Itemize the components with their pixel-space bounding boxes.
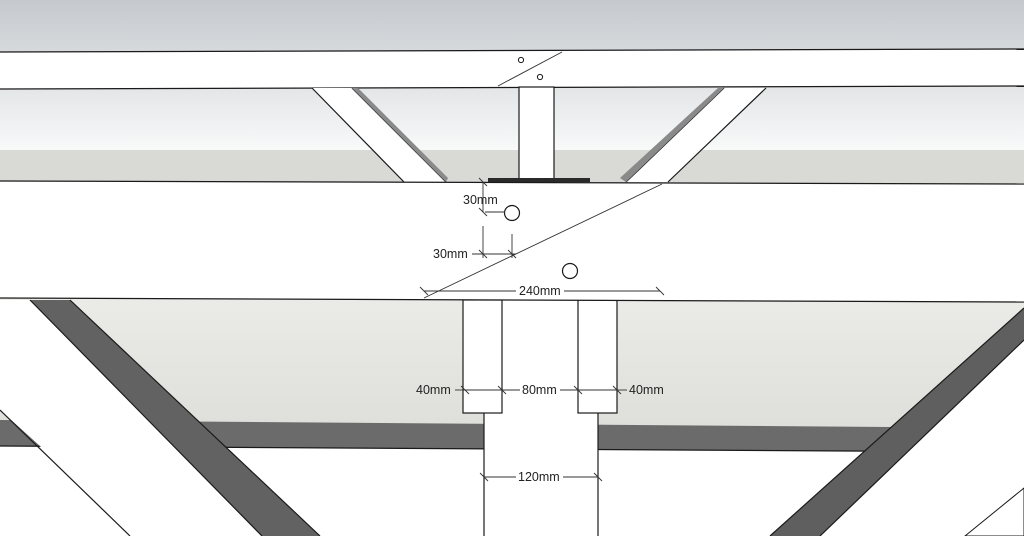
lower-right-brace <box>769 307 1024 536</box>
dimension-annotations: 30mm 30mm 240mm <box>416 177 665 484</box>
dimension-tenons: 40mm 80mm 40mm <box>416 383 664 397</box>
label-scarf-length: 240mm <box>519 284 561 298</box>
top-chord-hole-2 <box>536 73 544 81</box>
dimension-top-hole: 30mm <box>463 177 505 217</box>
dimension-scarf: 240mm <box>419 284 665 298</box>
label-right-tenon-width: 40mm <box>629 383 664 397</box>
label-top-hole-offset: 30mm <box>463 193 498 207</box>
top-chord-hole-1 <box>517 56 525 64</box>
right-tenon <box>577 299 618 414</box>
label-side-hole-offset: 30mm <box>433 247 468 261</box>
label-post-width: 120mm <box>518 470 560 484</box>
label-left-tenon-width: 40mm <box>416 383 451 397</box>
upper-truss-webs <box>311 86 767 183</box>
beam-hole-upper <box>503 204 521 222</box>
label-mortise-gap: 80mm <box>522 383 557 397</box>
top-chord <box>0 48 1024 90</box>
beam-hole-lower <box>561 262 579 280</box>
dimension-post: 120mm <box>479 470 603 484</box>
dimension-side-hole: 30mm <box>433 226 517 261</box>
lower-left-brace <box>0 299 321 536</box>
left-tenon <box>462 299 503 414</box>
